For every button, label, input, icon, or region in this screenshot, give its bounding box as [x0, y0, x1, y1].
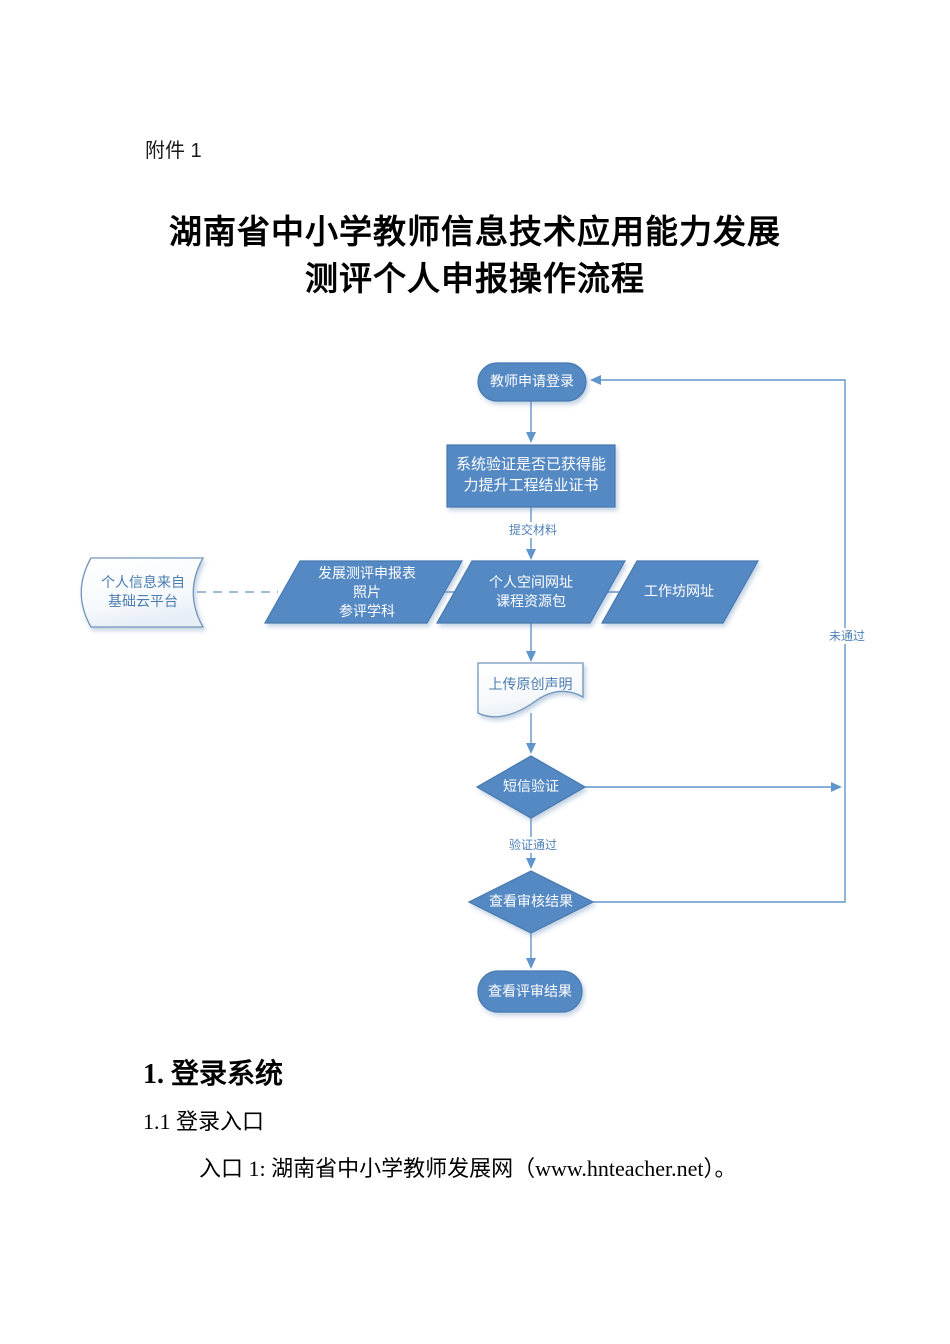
verify-cert-shape [446, 444, 616, 508]
cloud-source-label: 个人信息来自 基础云平台 [101, 573, 185, 609]
subsection-heading-login-entry: 1.1 登录入口 [143, 1109, 265, 1134]
view-review-label: 查看评审结果 [488, 982, 572, 999]
arrowhead [526, 743, 536, 754]
upload-statement-shape [477, 662, 584, 718]
materials-form-shape [263, 560, 464, 624]
submit-materials-edge-label: 提交材料 [489, 522, 577, 538]
materials-form-label: 发展测评申报表 照片 参评学科 [318, 564, 416, 619]
attachment-label: 附件 1 [145, 140, 202, 162]
flow-shapes [80, 362, 760, 1013]
sms-verify-shape [475, 755, 587, 819]
sms-verify-label: 短信验证 [503, 778, 559, 795]
arrowhead [526, 858, 536, 869]
arrowhead [831, 782, 842, 792]
materials-space-label: 个人空间网址 课程资源包 [489, 574, 573, 609]
view-audit-shape [467, 870, 595, 934]
start-node-label: 教师申请登录 [490, 373, 574, 390]
arrowhead [526, 549, 536, 560]
view-audit-label: 查看审核结果 [489, 893, 573, 910]
start-node-shape [477, 362, 587, 402]
arrowhead [590, 375, 601, 385]
not-pass-edge-label: 未通过 [820, 628, 874, 644]
paragraph-entry-1: 入口 1: 湖南省中小学教师发展网（www.hnteacher.net）。 [199, 1156, 737, 1181]
verify-cert-label: 系统验证是否已获得能 力提升工程结业证书 [455, 456, 606, 494]
page-title: 湖南省中小学教师信息技术应用能力发展 测评个人申报操作流程 [169, 215, 781, 298]
flow-connectors [197, 375, 846, 969]
materials-workshop-shape [600, 560, 760, 624]
section-heading-login-system: 1. 登录系统 [143, 1059, 284, 1090]
cloud-source-shape [80, 557, 205, 628]
verify-pass-edge-label: 验证通过 [493, 837, 573, 853]
materials-workshop-label: 工作坊网址 [644, 583, 714, 600]
edge-fail-return-loop [593, 379, 846, 903]
arrowhead [526, 651, 536, 662]
view-review-shape [477, 970, 583, 1013]
materials-space-shape [435, 560, 627, 624]
arrowhead [526, 958, 536, 969]
upload-statement-label: 上传原创声明 [488, 676, 573, 693]
arrowhead [526, 432, 536, 443]
